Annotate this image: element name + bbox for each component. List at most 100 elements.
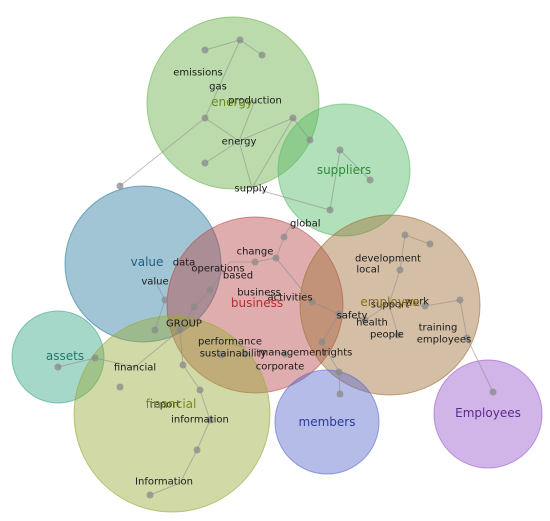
edge-44 [388,303,399,336]
edge-39 [404,234,431,245]
cluster-label-assets: assets [46,349,84,363]
node-43 [176,326,184,334]
node-40 [218,351,226,359]
node-5 [306,136,314,144]
edge-37 [388,269,401,305]
edge-24 [179,329,184,366]
node-37 [161,296,169,304]
term-label: Information [135,477,193,488]
node-8 [326,206,334,214]
node-11 [280,233,288,241]
cluster-circle-assets [11,310,105,404]
node-4 [289,114,297,122]
term-label: people [370,330,404,341]
cluster-circle-employee [299,214,481,396]
term-label: energy [222,137,257,148]
node-0 [201,46,209,54]
node-30 [401,231,409,239]
node-17 [196,386,204,394]
cluster-circle-energy [146,16,320,190]
edge-35 [338,313,366,321]
term-label: production [228,96,282,107]
edge-21 [134,329,181,368]
edge-36 [364,303,390,321]
node-12 [272,254,280,262]
edge-13 [339,149,371,181]
node-29 [396,266,404,274]
edge-25 [182,364,201,391]
node-25 [318,338,326,346]
cluster-circle-business [166,216,344,394]
term-label: corporate [256,362,305,373]
term-label: supply [235,184,268,195]
edge-23 [57,357,96,368]
cluster-label-business: business [231,296,283,310]
cluster-label-employees2: Employees [455,406,521,420]
node-33 [456,296,464,304]
node-19 [193,446,201,454]
node-14 [206,286,214,294]
edge-28 [179,449,198,484]
edge-34 [338,371,341,395]
term-label: global [290,219,321,230]
edge-19 [193,289,211,308]
edge-26 [199,389,211,421]
term-label: activities [267,293,312,304]
node-39 [281,350,289,358]
node-38 [151,326,159,334]
cluster-label-suppliers: suppliers [317,163,371,177]
edge-38 [399,234,406,271]
cluster-label-value: value [131,255,164,269]
node-3 [201,114,209,122]
term-label: information [171,415,229,426]
node-9 [336,146,344,154]
node-21 [91,354,99,362]
term-label: training [419,323,458,334]
edge-7 [204,140,240,164]
edge-30 [275,257,313,303]
node-18 [206,416,214,424]
term-label: health [356,318,388,329]
node-32 [421,302,429,310]
node-1 [236,36,244,44]
term-label: development [355,254,421,265]
term-label: change [237,247,274,258]
edge-18 [209,261,231,291]
node-31 [426,240,434,248]
edge-45 [154,280,166,301]
term-label: report [150,400,181,411]
node-20 [146,491,154,499]
edge-16 [254,257,277,263]
edge-32 [321,313,340,343]
edge-11 [292,117,311,141]
edge-20 [179,306,195,331]
node-28 [361,316,369,324]
node-27 [336,390,344,398]
edge-40 [388,303,426,307]
term-label: gas [209,82,227,93]
term-label: business [237,288,281,299]
cluster-circle-value [64,185,222,343]
edge-0 [119,117,206,187]
edge-42 [459,299,468,339]
node-36 [394,331,402,339]
term-label: performance [198,337,262,348]
cluster-circle-financial [73,315,271,513]
edge-10 [251,187,331,211]
edge-5 [238,99,256,142]
node-22 [54,363,62,371]
term-label: GROUP [166,319,202,330]
node-41 [241,350,249,358]
cluster-label-energy: energy [211,95,253,109]
cluster-circle-employees2 [433,359,543,469]
term-label: safety [337,311,368,322]
edge-41 [424,299,461,307]
edge-27 [196,419,211,451]
term-label: emissions [173,68,223,79]
edge-9 [251,117,294,189]
edge-1 [204,39,241,119]
edge-31 [311,301,340,315]
edge-2 [239,39,263,56]
term-label: rights [324,348,353,359]
